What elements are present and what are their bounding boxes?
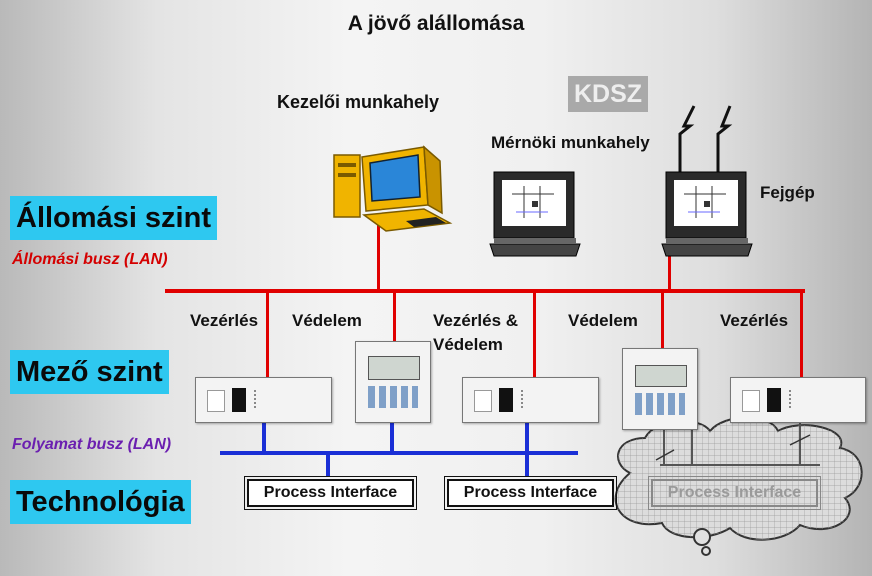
function-label: Védelem — [568, 311, 638, 330]
field-drop-line — [661, 291, 664, 349]
kdsz-label: KDSZ — [568, 76, 649, 112]
process-interface-box: Process Interface — [648, 476, 821, 510]
process-interface-box: Process Interface — [244, 476, 417, 510]
station-level-box: Állomási szint — [10, 196, 217, 240]
operator-workstation-label: Kezelői munkahely — [277, 92, 440, 112]
station-bus-line — [165, 289, 805, 293]
engineer-workstation-label: Mérnöki munkahely — [491, 133, 650, 152]
protection-relay-device — [622, 348, 698, 430]
process-bus-drop — [262, 421, 266, 453]
process-bus-label: Folyamat busz (LAN) — [12, 436, 172, 453]
function-label: Védelem — [292, 311, 362, 330]
control-unit-device — [195, 377, 332, 423]
field-drop-line — [800, 291, 803, 377]
field-drop-line — [533, 291, 536, 377]
field-drop-line — [266, 291, 269, 377]
field-level-box: Mező szint — [10, 350, 169, 394]
gateway-drop-line — [668, 255, 671, 291]
operator-pc-icon — [333, 145, 453, 232]
control-unit-device — [730, 377, 866, 423]
antenna-icon — [678, 105, 733, 172]
protection-relay-device — [355, 341, 431, 423]
function-label: Vezérlés & — [433, 311, 519, 330]
gateway-laptop-icon — [661, 171, 753, 257]
station-bus-label: Állomási busz (LAN) — [12, 251, 168, 268]
process-interface-box: Process Interface — [444, 476, 617, 510]
function-label: Vezérlés — [720, 311, 789, 330]
page-title: A jövő alállomása — [347, 12, 525, 35]
engineer-laptop-icon — [489, 171, 581, 257]
function-label: Vezérlés — [190, 311, 259, 330]
gateway-label: Fejgép — [760, 183, 815, 202]
process-bus-drop — [525, 421, 529, 477]
field-drop-line — [393, 291, 396, 341]
function-label: Védelem — [433, 335, 503, 354]
process-bus-line — [220, 451, 578, 455]
process-bus-drop — [326, 453, 330, 477]
technology-level-box: Technológia — [10, 480, 191, 524]
operator-drop-line — [377, 218, 380, 291]
control-unit-device — [462, 377, 599, 423]
process-bus-drop — [390, 421, 394, 453]
